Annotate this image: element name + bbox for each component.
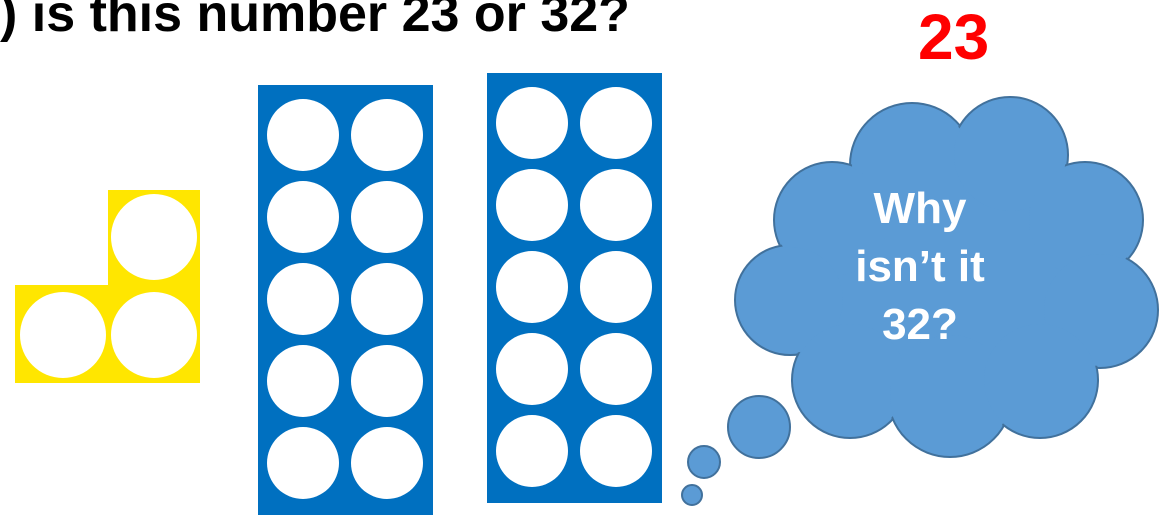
tens-frame-dot	[267, 99, 339, 171]
thought-line-2: isn’t it	[800, 238, 1040, 296]
tens-frame-dot	[351, 427, 423, 499]
thought-line-1: Why	[800, 180, 1040, 238]
tens-frame-dot	[267, 345, 339, 417]
tens-frame-dot	[496, 251, 568, 323]
tens-frame-2	[487, 73, 662, 503]
tens-frame-dot	[351, 263, 423, 335]
tens-frame-dot	[267, 427, 339, 499]
tens-frame-1	[258, 85, 433, 515]
tens-frame-dot	[351, 345, 423, 417]
tens-frame-dot	[496, 87, 568, 159]
tens-frame-dot	[580, 333, 652, 405]
tens-frame-dot	[496, 415, 568, 487]
tens-frame-dot	[496, 169, 568, 241]
tens-frame-dot	[496, 333, 568, 405]
ones-dot	[20, 292, 106, 378]
tens-frame-dot	[351, 181, 423, 253]
ones-dot	[111, 292, 197, 378]
tens-frame-dot	[580, 415, 652, 487]
tens-frame-dot	[580, 251, 652, 323]
thought-line-3: 32?	[800, 296, 1040, 354]
ones-dot	[111, 194, 197, 280]
thought-bubble-text: Why isn’t it 32?	[800, 180, 1040, 354]
thought-bubble-trail	[682, 396, 790, 505]
tens-frame-dot	[580, 169, 652, 241]
tens-frame-dot	[580, 87, 652, 159]
tens-frame-dot	[351, 99, 423, 171]
tens-frame-dot	[267, 181, 339, 253]
ones-counter-shape	[15, 190, 200, 383]
tens-frame-dot	[267, 263, 339, 335]
